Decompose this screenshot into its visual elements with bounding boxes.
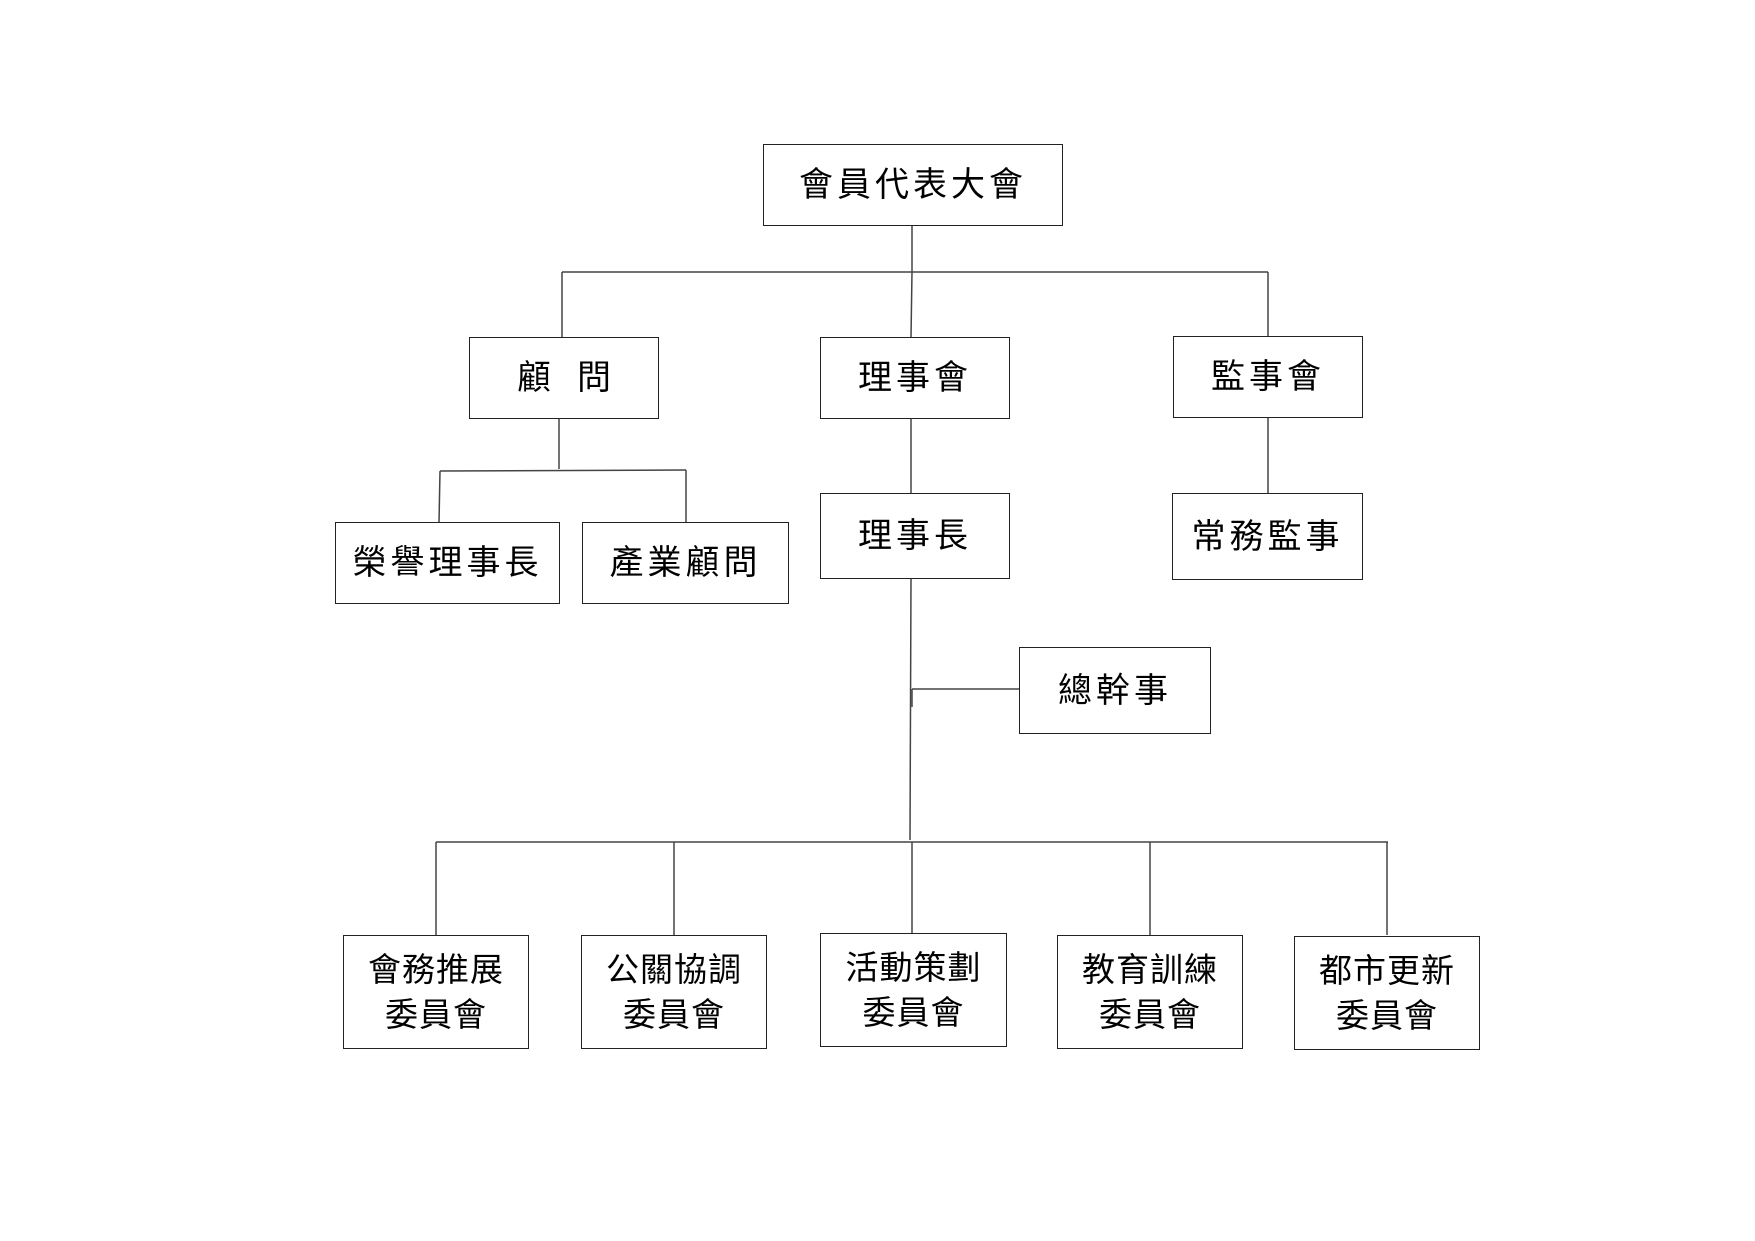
node-general-assembly: 會員代表大會: [763, 144, 1063, 226]
node-board-of-directors: 理事會: [820, 337, 1010, 419]
node-industry-advisor: 產業顧問: [582, 522, 789, 604]
node-label: 榮譽理事長: [352, 543, 543, 583]
node-chairman: 理事長: [820, 493, 1010, 579]
committee-line-2: 委員會: [1099, 995, 1201, 1034]
node-label: 常務監事: [1191, 516, 1344, 557]
node-label: 產業顧問: [609, 543, 762, 583]
node-label: 理事會: [858, 358, 972, 398]
node-advisor: 顧問: [469, 337, 659, 419]
connector-chairman-trunk: [909, 577, 912, 841]
connector-to-board: [910, 271, 913, 338]
node-standing-supervisor: 常務監事: [1172, 493, 1363, 580]
node-label: 監事會: [1211, 357, 1325, 397]
node-board-of-supervisors: 監事會: [1173, 336, 1363, 418]
node-honorary-chairman: 榮譽理事長: [335, 522, 560, 604]
node-committee-urban-renewal: 都市更新 委員會: [1294, 936, 1480, 1050]
committee-line-2: 委員會: [623, 995, 725, 1034]
node-committee-education: 教育訓練 委員會: [1057, 935, 1243, 1049]
committee-line-2: 委員會: [1336, 996, 1438, 1035]
committee-line-1: 公關協調: [606, 950, 742, 989]
node-label: 顧問: [517, 358, 637, 398]
committee-line-2: 委員會: [862, 993, 965, 1032]
node-label: 理事長: [858, 516, 972, 556]
node-label: 會員代表大會: [799, 165, 1027, 205]
committee-line-2: 委員會: [385, 995, 487, 1034]
node-label: 總幹事: [1058, 670, 1172, 711]
connector-advisor-bus: [439, 469, 687, 472]
node-secretary-general: 總幹事: [1019, 647, 1211, 734]
committee-line-1: 都市更新: [1319, 951, 1455, 990]
connector-to-honorary: [438, 470, 441, 524]
node-committee-membership: 會務推展 委員會: [343, 935, 529, 1049]
committee-line-1: 活動策劃: [845, 948, 982, 987]
node-committee-public-relations: 公關協調 委員會: [581, 935, 767, 1049]
committee-line-1: 教育訓練: [1082, 950, 1218, 989]
committee-line-1: 會務推展: [368, 950, 504, 989]
node-committee-activities: 活動策劃 委員會: [820, 933, 1007, 1047]
